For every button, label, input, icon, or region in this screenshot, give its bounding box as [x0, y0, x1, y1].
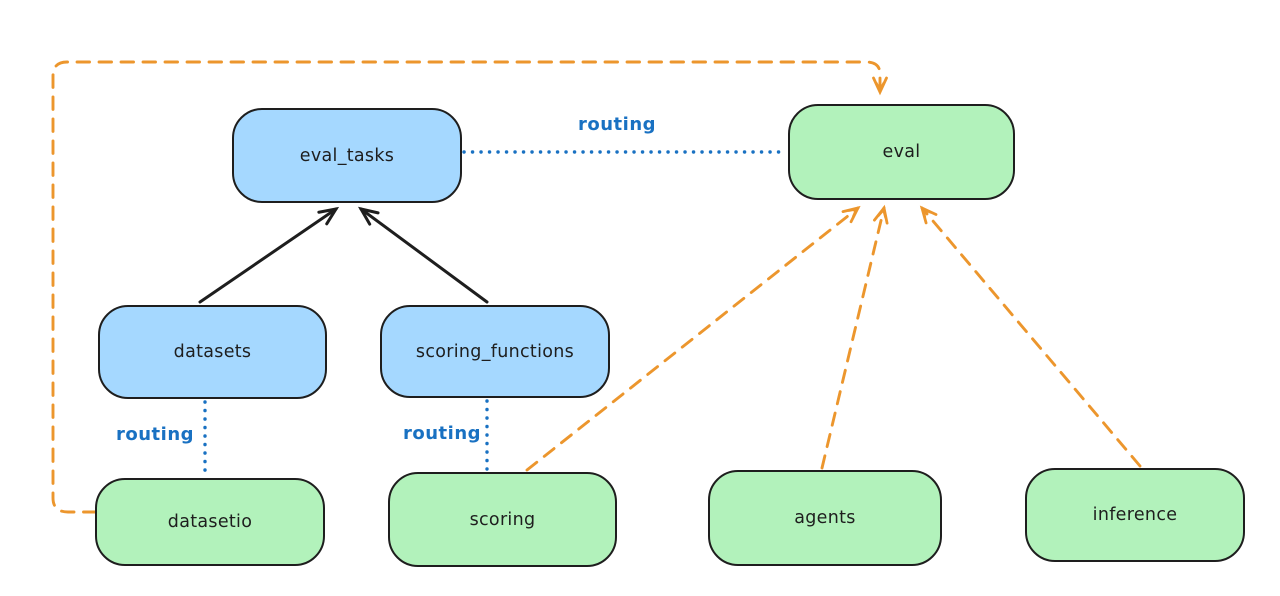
edge-label-routing-eval-tasks-to-eval: routing	[578, 114, 657, 135]
edge-scoring-to-eval	[525, 205, 861, 472]
node-datasets-label: datasets	[173, 342, 252, 362]
edge-agents-to-eval	[820, 204, 889, 470]
node-eval-tasks-label: eval_tasks	[299, 145, 395, 166]
node-agents-label: agents	[794, 508, 856, 528]
node-scoring-label: scoring	[469, 509, 536, 530]
node-scoring-functions: scoring_functions	[380, 305, 610, 398]
edge-label-routing-datasets-to-datasetio: routing	[116, 424, 195, 445]
node-scoring: scoring	[388, 472, 617, 567]
edge-label-routing-scoring-functions-to-scoring: routing	[403, 423, 482, 444]
edge-datasets-to-eval_tasks	[198, 206, 340, 304]
edge-datasetio-to-eval-loop	[51, 60, 888, 514]
edge-scoring_functions-to-eval_tasks	[357, 206, 489, 304]
node-eval-label: eval	[882, 142, 921, 162]
edge-inference-to-eval	[919, 205, 1142, 468]
node-datasetio: datasetio	[95, 478, 325, 566]
node-scoring-functions-label: scoring_functions	[415, 341, 575, 362]
node-inference: inference	[1025, 468, 1245, 562]
node-datasetio-label: datasetio	[167, 512, 253, 532]
node-datasets: datasets	[98, 305, 327, 399]
node-eval: eval	[788, 104, 1015, 200]
node-agents: agents	[708, 470, 942, 566]
node-inference-label: inference	[1092, 505, 1178, 525]
node-eval-tasks: eval_tasks	[232, 108, 462, 203]
